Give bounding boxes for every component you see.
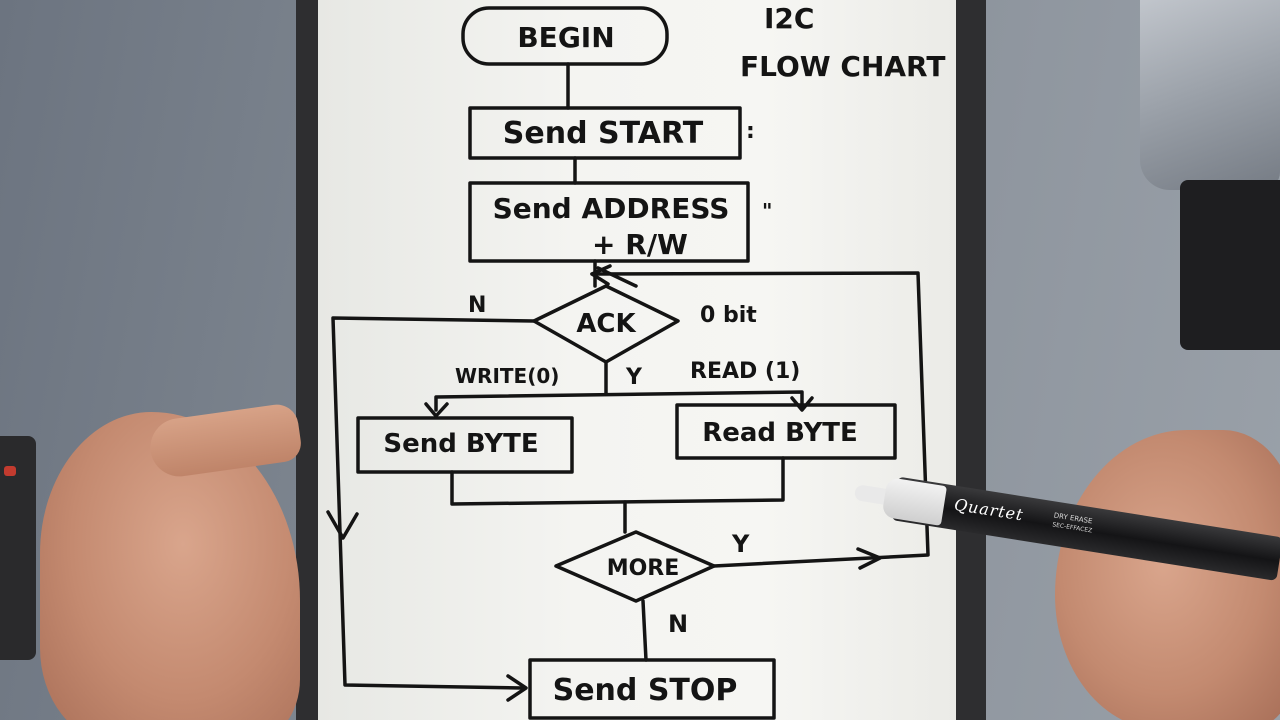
- read-byte-box: [675, 403, 897, 460]
- ack-yes-label: Y: [625, 365, 643, 390]
- edge-more-yes-loop: [590, 271, 930, 568]
- arrow-loop-into-ack: [590, 264, 612, 286]
- send-byte-label: Send BYTE: [383, 429, 538, 459]
- edge-ack-no: [331, 316, 536, 690]
- marker-grip: [881, 476, 948, 526]
- arrow-into-stop: [506, 674, 528, 702]
- ack-no-label: N: [468, 293, 486, 318]
- begin-terminator: [461, 6, 669, 66]
- ack-label: ACK: [576, 309, 636, 339]
- read-branch-label: READ (1): [690, 359, 800, 384]
- antistatic-bag: [1140, 0, 1280, 190]
- remote-red-button: [4, 466, 16, 476]
- diagram-title-line1: I2C: [764, 2, 814, 35]
- begin-label: BEGIN: [517, 21, 614, 54]
- arrow-read: [790, 396, 814, 412]
- edge-more-no: [641, 599, 648, 662]
- send-start-box: [468, 106, 742, 160]
- arrow-ack-no-down: [326, 510, 359, 540]
- diagram-title-line2: FLOW CHART: [740, 50, 945, 83]
- write-branch-label: WRITE(0): [455, 364, 559, 388]
- more-label: MORE: [607, 556, 680, 581]
- start-ditto-mark: :: [746, 119, 755, 144]
- ack-note-label: 0 bit: [700, 303, 757, 328]
- address-ditto-mark: ": [762, 199, 772, 223]
- arrow-more-yes: [856, 547, 882, 570]
- send-stop-box: [528, 658, 776, 720]
- remote-control: [0, 436, 36, 660]
- read-byte-label: Read BYTE: [702, 418, 858, 448]
- battery-box: [1180, 180, 1280, 350]
- edge-split-bar: [434, 390, 804, 412]
- send-address-box: [468, 181, 750, 263]
- send-start-label: Send START: [503, 116, 704, 151]
- more-yes-label: Y: [731, 530, 750, 558]
- more-decision: [554, 530, 716, 603]
- send-byte-box: [356, 416, 574, 474]
- send-address-label-line1: Send ADDRESS: [493, 192, 730, 225]
- send-stop-label: Send STOP: [553, 673, 738, 708]
- edge-merge: [450, 456, 785, 506]
- more-no-label: N: [668, 610, 688, 638]
- arrow-loop-into-ack-2: [596, 266, 638, 288]
- send-address-label-line2: + R/W: [592, 228, 688, 261]
- arrow-write: [424, 402, 449, 418]
